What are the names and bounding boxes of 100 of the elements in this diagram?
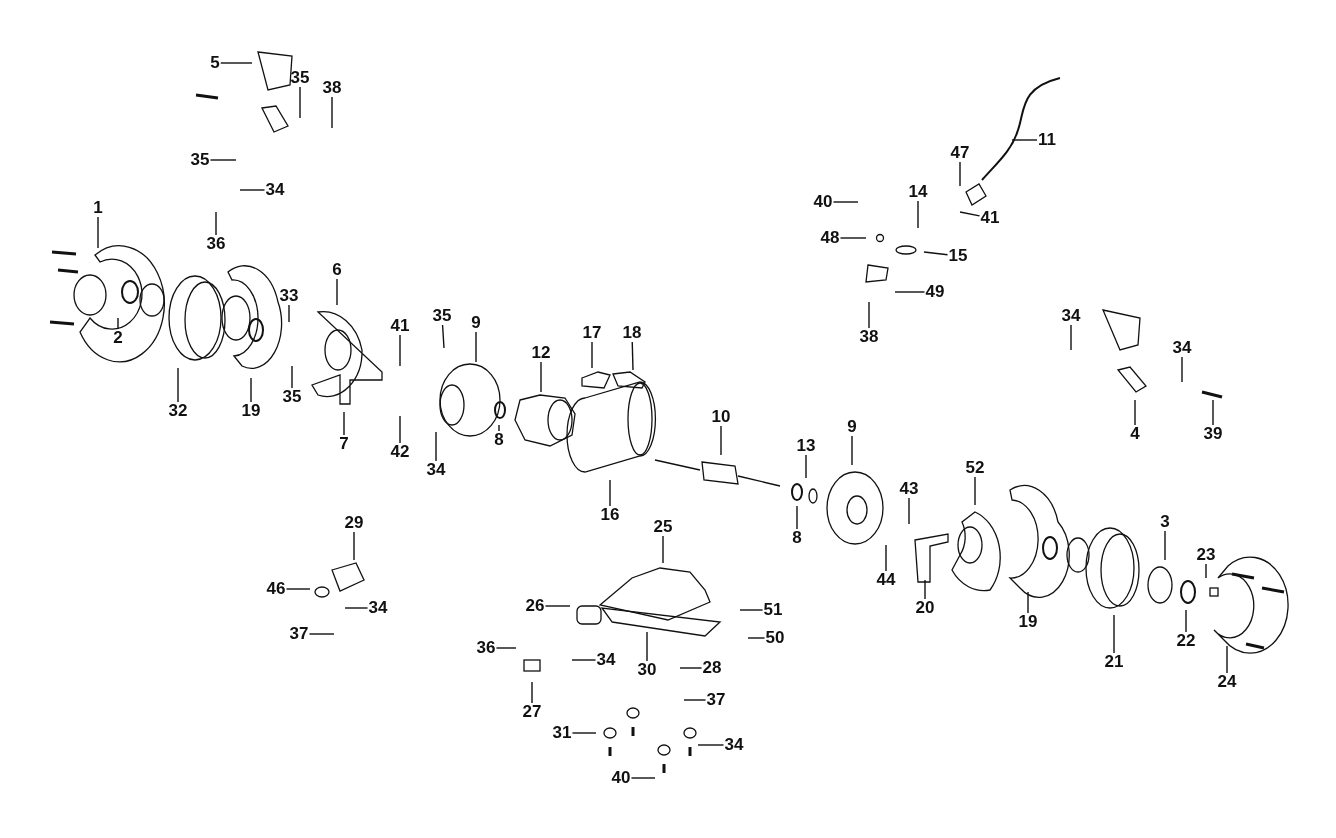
leader-line: [917, 200, 919, 229]
callout-number: 37: [705, 691, 727, 709]
leader-line: [1181, 356, 1183, 383]
callout-number: 41: [389, 317, 411, 335]
callout-number: 16: [599, 506, 621, 524]
callout-number: 8: [791, 529, 803, 547]
callout-number: 38: [858, 328, 880, 346]
callout-number: 11: [1037, 131, 1057, 149]
callout-number: 23: [1195, 546, 1217, 564]
leader-line: [540, 361, 542, 393]
callout-number: 34: [595, 651, 617, 669]
leader-line: [177, 367, 179, 403]
leader-line: [839, 237, 867, 239]
callout-number: 40: [812, 193, 834, 211]
leader-line: [796, 505, 798, 530]
callout-number: 18: [621, 324, 643, 342]
callout-number: 19: [1017, 613, 1039, 631]
callout-number: 36: [475, 639, 497, 657]
leader-line: [609, 479, 611, 507]
callout-number: 3: [1159, 513, 1171, 531]
leader-line: [697, 744, 725, 746]
callout-number: 2: [112, 329, 124, 347]
leader-line: [1027, 591, 1029, 614]
callout-number: 42: [389, 443, 411, 461]
leader-line: [531, 681, 533, 704]
leader-line: [832, 201, 859, 203]
leader-line: [343, 411, 345, 436]
leader-line: [285, 588, 311, 590]
leader-line: [117, 317, 119, 330]
callout-number: 22: [1175, 632, 1197, 650]
leader-line: [544, 605, 571, 607]
leader-line: [291, 365, 293, 389]
callout-number: 34: [1060, 307, 1082, 325]
callout-number: 7: [338, 435, 350, 453]
callout-number: 14: [907, 183, 929, 201]
callout-number: 21: [1103, 653, 1125, 671]
leader-line: [209, 159, 237, 161]
callout-number: 35: [289, 69, 311, 87]
callout-number: 12: [530, 344, 552, 362]
leader-line: [1134, 399, 1136, 426]
leader-line: [215, 211, 217, 236]
leader-line: [399, 415, 401, 444]
leader-line: [923, 251, 949, 256]
leader-line: [1164, 530, 1166, 561]
callout-number: 51: [762, 601, 784, 619]
leader-line: [720, 425, 722, 456]
leader-line: [441, 324, 445, 349]
leader-line: [959, 161, 961, 187]
callout-number: 31: [551, 724, 573, 742]
callout-number: 27: [521, 703, 543, 721]
callout-number: 52: [964, 459, 986, 477]
callout-number: 25: [652, 518, 674, 536]
leader-line: [299, 86, 301, 119]
callout-number: 40: [610, 769, 632, 787]
leader-line: [974, 476, 976, 506]
leader-line: [591, 341, 593, 369]
leader-line: [399, 334, 401, 367]
callout-number: 35: [189, 151, 211, 169]
leader-line: [1070, 324, 1072, 351]
callout-number: 20: [914, 599, 936, 617]
callout-number: 39: [1202, 425, 1224, 443]
leader-line: [250, 377, 252, 403]
leader-line: [353, 531, 355, 561]
leader-line: [662, 535, 664, 564]
leader-line: [908, 497, 910, 525]
leader-line: [739, 609, 764, 611]
callout-number: 9: [470, 314, 482, 332]
callout-number: 41: [979, 209, 1001, 227]
leader-line: [959, 211, 981, 217]
callout-number: 36: [205, 235, 227, 253]
leader-line: [571, 659, 597, 661]
callout-number: 37: [288, 625, 310, 643]
leader-line: [885, 544, 887, 572]
leader-line: [1205, 563, 1207, 579]
leader-line: [805, 454, 807, 479]
callout-number: 4: [1129, 425, 1141, 443]
leader-line: [1212, 399, 1214, 426]
leader-line: [571, 732, 597, 734]
callout-number: 34: [367, 599, 389, 617]
callout-number: 35: [281, 388, 303, 406]
callout-number: 26: [524, 597, 546, 615]
leader-line: [631, 341, 634, 371]
leader-line: [1113, 614, 1115, 654]
leader-line: [435, 431, 437, 462]
callout-number: 50: [764, 629, 786, 647]
callout-number: 28: [701, 659, 723, 677]
leader-line: [924, 579, 926, 600]
callout-number: 43: [898, 480, 920, 498]
leader-line: [1185, 609, 1187, 633]
leader-line: [498, 424, 500, 432]
callout-number: 44: [875, 571, 897, 589]
callout-number: 15: [947, 247, 969, 265]
leader-line: [747, 637, 766, 639]
callout-number: 33: [278, 287, 300, 305]
leader-line: [331, 96, 333, 129]
callout-number: 32: [167, 402, 189, 420]
leader-line: [288, 304, 290, 323]
callout-number: 29: [343, 514, 365, 532]
leader-line: [683, 699, 707, 701]
callout-number: 9: [846, 418, 858, 436]
